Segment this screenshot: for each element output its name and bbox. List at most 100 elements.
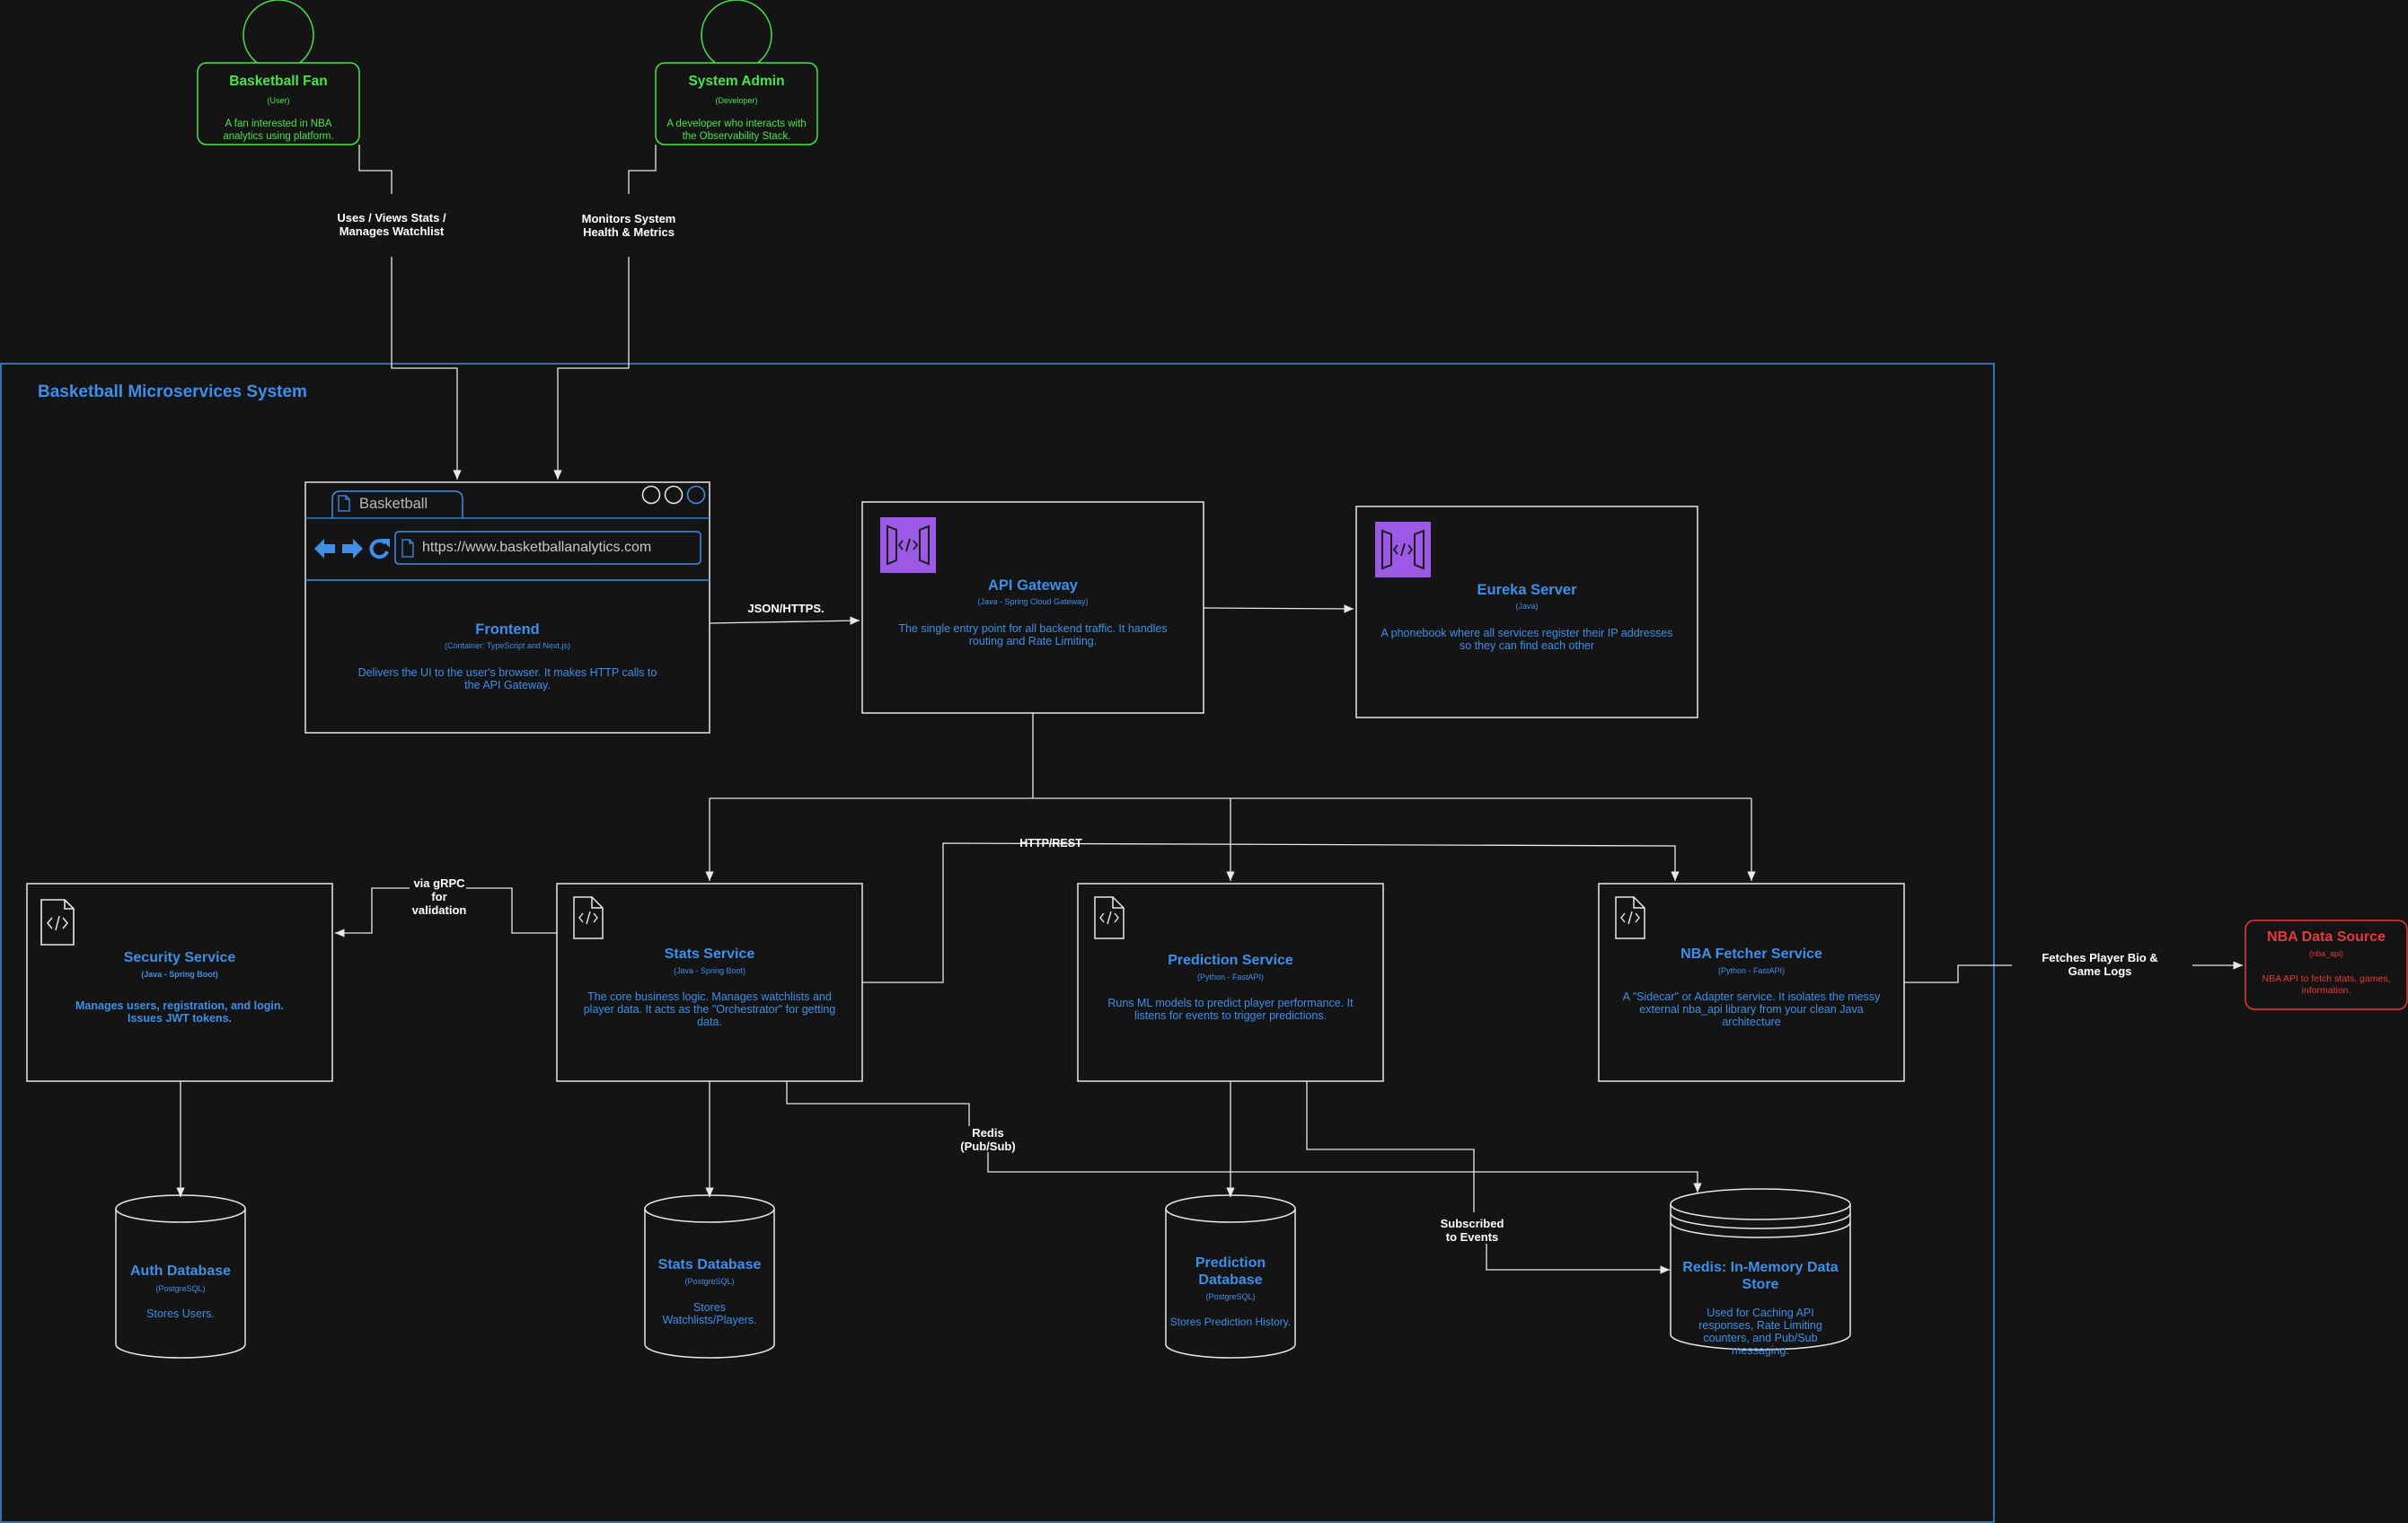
edge-label-fetches-1: Fetches Player Bio &	[2042, 951, 2158, 964]
fan-person-head	[243, 0, 314, 71]
edge-gateway-bus	[710, 713, 1751, 799]
gateway-title: API Gateway	[988, 577, 1078, 594]
admin-type: (Developer)	[715, 96, 758, 105]
system-boundary	[0, 363, 1995, 1523]
frontend-browser-frame[interactable]	[304, 481, 710, 734]
prediction-code-file-icon	[1094, 896, 1125, 939]
fetcher-code-file-icon	[1615, 896, 1645, 939]
edge-label-http-rest: HTTP/REST	[1019, 837, 1082, 850]
edge-fan-frontend	[391, 257, 462, 480]
edge-gateway-eureka	[1203, 604, 1354, 613]
page-icon	[338, 495, 350, 512]
stats-service-box[interactable]	[556, 883, 863, 1082]
reload-icon[interactable]	[369, 539, 390, 559]
window-close-icon[interactable]	[686, 485, 706, 505]
window-maximize-icon[interactable]	[664, 485, 684, 505]
browser-tab-label[interactable]: Basketball	[359, 496, 428, 512]
security-desc: Manages users, registration, and login. …	[75, 999, 284, 1025]
stats-db-desc: Stores Watchlists/Players.	[662, 1301, 757, 1326]
redis-title-2: Store	[1742, 1277, 1779, 1292]
edge-label-admin-monitors-2: Health & Metrics	[583, 225, 675, 239]
edge-stats-security-grpc	[335, 887, 557, 933]
edge-stats-redis-pubsub	[786, 1081, 1698, 1193]
edge-label-fan-uses-1: Uses / Views Stats /	[337, 211, 446, 224]
edge-label-fan-uses-2: Manages Watchlist	[339, 224, 445, 238]
fan-type: (User)	[267, 96, 290, 105]
back-arrow-icon[interactable]	[314, 539, 335, 559]
edge-label-fetches-2: Game Logs	[2068, 964, 2132, 978]
edge-label-subscribed-1: Subscribed	[1440, 1217, 1504, 1230]
fan-title: Basketball Fan	[229, 74, 328, 89]
fetcher-title: NBA Fetcher Service	[1680, 946, 1822, 962]
stats-db-tech: (PostgreSQL)	[684, 1277, 735, 1286]
edge-fan-frontend-top	[358, 145, 393, 194]
nba-source-desc: NBA API to fetch stats, games, informati…	[2262, 973, 2391, 996]
gateway-tech: (Java - Spring Cloud Gateway)	[977, 597, 1089, 606]
prediction-tech: (Python - FastAPI)	[1196, 973, 1265, 982]
system-boundary-title: Basketball Microservices System	[38, 383, 307, 401]
edge-label-admin-monitors-1: Monitors System	[581, 212, 676, 225]
stats-tech: (Java - Spring Boot)	[673, 966, 746, 975]
edge-admin-frontend-top	[628, 145, 657, 194]
eureka-tech: (Java)	[1515, 602, 1539, 611]
browser-url[interactable]: https://www.basketballanalytics.com	[422, 540, 652, 555]
eureka-title: Eureka Server	[1477, 582, 1577, 598]
admin-person-body	[655, 62, 818, 145]
admin-desc: A developer who interacts with the Obser…	[666, 119, 807, 142]
url-page-icon	[401, 539, 414, 558]
eureka-desc: A phonebook where all services register …	[1380, 627, 1673, 652]
prediction-db-desc: Stores Prediction History.	[1169, 1316, 1292, 1328]
api-gateway-icon	[880, 517, 936, 573]
auth-db-desc: Stores Users.	[146, 1307, 215, 1320]
redis-desc: Used for Caching API responses, Rate Lim…	[1698, 1307, 1822, 1357]
edge-admin-frontend	[553, 257, 630, 480]
prediction-db-tech: (PostgreSQL)	[1205, 1292, 1256, 1301]
fetcher-tech: (Python - FastAPI)	[1717, 966, 1786, 975]
security-tech: (Java - Spring Boot)	[141, 970, 218, 979]
edge-fetcher-nba-source	[1904, 965, 2243, 983]
redis-title-1: Redis: In-Memory Data	[1682, 1260, 1839, 1275]
nba-fetcher-service-box[interactable]	[1598, 883, 1905, 1082]
edge-label-subscribed-2: to Events	[1445, 1230, 1499, 1244]
browser-tab-shape[interactable]	[331, 490, 463, 518]
edge-label-grpc-2: for	[431, 890, 447, 903]
nba-source-title: NBA Data Source	[2267, 929, 2386, 945]
stats-desc: The core business logic. Manages watchli…	[583, 990, 836, 1028]
auth-db-tech: (PostgreSQL)	[155, 1284, 206, 1293]
edge-prediction-redis-subscribed	[1306, 1081, 1670, 1270]
prediction-title: Prediction Service	[1168, 953, 1293, 968]
edge-label-json-https: JSON/HTTPS.	[747, 602, 825, 615]
stats-code-file-icon	[573, 896, 604, 939]
frontend-tech: (Container: TypeScript and Next.js)	[445, 641, 570, 650]
frontend-title: Frontend	[475, 621, 540, 638]
redis-cylinder[interactable]	[1670, 1188, 1851, 1351]
window-minimize-icon[interactable]	[641, 485, 661, 505]
frontend-desc: Delivers the UI to the user's browser. I…	[357, 666, 657, 691]
prediction-desc: Runs ML models to predict player perform…	[1107, 997, 1354, 1022]
gateway-desc: The single entry point for all backend t…	[898, 622, 1168, 647]
eureka-server-icon	[1375, 522, 1431, 577]
edge-label-grpc-3: validation	[411, 903, 467, 917]
admin-person-head	[701, 0, 772, 71]
prediction-db-title-1: Prediction	[1195, 1255, 1266, 1271]
admin-title: System Admin	[688, 74, 785, 89]
forward-arrow-icon[interactable]	[342, 539, 363, 559]
nba-source-tech: (nba_api)	[2308, 949, 2344, 958]
fan-desc: A fan interested in NBA analytics using …	[223, 119, 334, 142]
security-title: Security Service	[123, 950, 236, 965]
security-code-file-icon	[40, 899, 75, 946]
url-bar[interactable]	[394, 531, 701, 565]
edge-label-grpc-1: via gRPC	[413, 876, 465, 890]
edge-label-redis-pubsub-1: Redis	[972, 1126, 1004, 1140]
edge-stats-fetcher-http	[862, 842, 1680, 983]
prediction-service-box[interactable]	[1077, 883, 1384, 1082]
fetcher-desc: A "Sidecar" or Adapter service. It isola…	[1622, 990, 1881, 1028]
fan-person-body	[197, 62, 360, 145]
security-service-box[interactable]	[26, 883, 333, 1082]
stats-title: Stats Service	[664, 946, 755, 962]
prediction-db-title-2: Database	[1198, 1272, 1263, 1288]
edge-label-redis-pubsub-2: (Pub/Sub)	[960, 1140, 1016, 1153]
edge-frontend-gateway	[709, 616, 860, 625]
auth-db-title: Auth Database	[129, 1263, 232, 1279]
